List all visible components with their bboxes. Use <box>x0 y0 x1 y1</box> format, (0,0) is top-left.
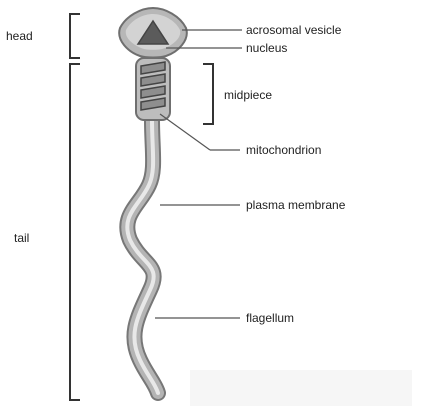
label-mitochondrion: mitochondrion <box>246 143 321 157</box>
label-tail: tail <box>14 231 29 245</box>
mitochondrion-leader <box>160 114 210 150</box>
label-plasma-membrane: plasma membrane <box>246 198 346 212</box>
head-shape <box>119 8 187 58</box>
label-flagellum: flagellum <box>246 311 294 325</box>
label-head: head <box>6 29 33 43</box>
flagellum-shape <box>127 120 158 393</box>
label-acrosomal-vesicle: acrosomal vesicle <box>246 23 342 37</box>
tail-bracket <box>70 64 80 400</box>
label-nucleus: nucleus <box>246 41 287 55</box>
head-bracket <box>70 14 80 58</box>
background-patch <box>190 370 412 406</box>
label-midpiece: midpiece <box>224 88 272 102</box>
midpiece-bracket <box>203 64 213 124</box>
midpiece-shape <box>136 58 170 120</box>
